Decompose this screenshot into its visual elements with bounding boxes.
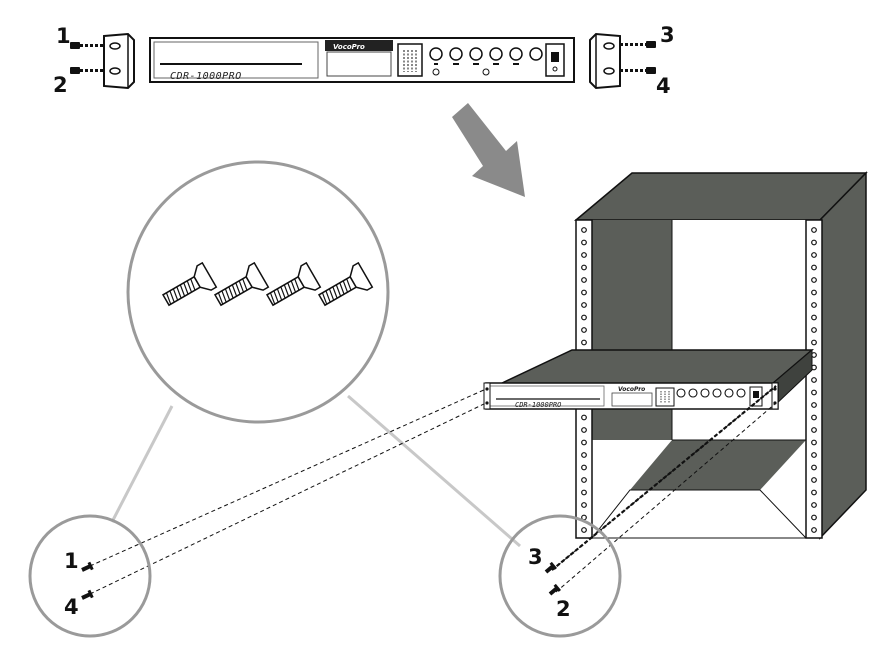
rail-hole bbox=[811, 477, 817, 483]
rail-hole bbox=[811, 402, 817, 408]
screw-1-zoom bbox=[81, 561, 94, 572]
rail-hole bbox=[811, 302, 817, 308]
rail-hole bbox=[811, 452, 817, 458]
screw-2-zoom bbox=[548, 583, 561, 596]
rail-hole bbox=[581, 464, 587, 471]
label-4-zoom: 4 bbox=[64, 595, 79, 619]
control-knobs-mounted bbox=[676, 388, 746, 398]
screw-detail-2 bbox=[213, 261, 270, 307]
screw-2-top bbox=[70, 67, 104, 74]
rail-hole bbox=[581, 252, 587, 258]
label-1-zoom: 1 bbox=[64, 549, 79, 573]
rail-hole bbox=[581, 289, 587, 296]
label-2-zoom: 2 bbox=[556, 597, 571, 621]
rail-hole bbox=[581, 227, 587, 233]
rail-hole bbox=[811, 264, 817, 271]
zoom-leader-lines bbox=[110, 394, 521, 548]
rail-hole bbox=[811, 439, 817, 446]
screw-4-top bbox=[620, 67, 656, 74]
rail-hole bbox=[811, 464, 817, 471]
screw-guide-lines-bold bbox=[551, 385, 777, 571]
rail-hole bbox=[811, 502, 817, 508]
brand-badge-top: VocoPro bbox=[333, 43, 365, 51]
mounted-unit: CDR-1000PRO VocoPro bbox=[483, 348, 815, 410]
screw-1-top bbox=[70, 42, 104, 49]
rail-hole bbox=[811, 227, 817, 233]
screw-detail-3 bbox=[265, 261, 322, 307]
rail-hole bbox=[811, 389, 817, 396]
rail-hole bbox=[581, 302, 587, 308]
rail-hole bbox=[811, 339, 817, 346]
rail-hole bbox=[811, 289, 817, 296]
screw-detail-4 bbox=[317, 261, 374, 307]
rail-hole bbox=[811, 414, 817, 421]
rail-hole bbox=[581, 327, 587, 333]
rail-hole bbox=[581, 339, 587, 346]
screw-3-zoom bbox=[544, 561, 557, 574]
label-3-top: 3 bbox=[660, 23, 675, 47]
rail-hole bbox=[581, 314, 587, 321]
control-knobs-top bbox=[429, 47, 543, 61]
rack-cabinet bbox=[573, 171, 868, 540]
rail-hole bbox=[581, 414, 587, 421]
rail-hole bbox=[811, 377, 817, 383]
label-4-top: 4 bbox=[656, 74, 671, 98]
label-2-top: 2 bbox=[53, 73, 68, 97]
screw-detail-1 bbox=[161, 261, 218, 307]
rail-hole bbox=[811, 327, 817, 333]
rail-hole bbox=[581, 427, 587, 433]
rail-hole bbox=[811, 514, 817, 521]
model-label-mounted: CDR-1000PRO bbox=[515, 401, 561, 409]
rail-hole bbox=[811, 489, 817, 496]
rail-hole bbox=[811, 427, 817, 433]
rail-hole bbox=[581, 239, 587, 246]
rail-hole bbox=[581, 477, 587, 483]
rail-hole bbox=[811, 252, 817, 258]
knob-markers-top bbox=[434, 63, 519, 65]
rail-hole bbox=[811, 277, 817, 283]
rail-hole bbox=[581, 452, 587, 458]
rail-hole bbox=[581, 502, 587, 508]
front-panel-top: CDR-1000PRO VocoPro bbox=[149, 37, 575, 83]
model-label-top: CDR-1000PRO bbox=[170, 71, 242, 82]
screw-3-top bbox=[620, 41, 656, 48]
label-1-top: 1 bbox=[56, 24, 71, 48]
label-3-zoom: 3 bbox=[528, 545, 543, 569]
brand-label-mounted: VocoPro bbox=[618, 386, 645, 393]
zoom-circle-left: 1 4 bbox=[28, 514, 152, 638]
rail-hole bbox=[581, 489, 587, 496]
rail-hole bbox=[581, 277, 587, 283]
rail-hole bbox=[811, 314, 817, 321]
rail-hole bbox=[811, 527, 817, 533]
zoom-circle-right: 3 2 bbox=[498, 514, 622, 638]
rail-holes bbox=[581, 227, 817, 533]
direction-arrow bbox=[452, 103, 525, 197]
right-rack-ear bbox=[589, 32, 621, 90]
rail-hole bbox=[581, 527, 587, 533]
screw-4-zoom bbox=[81, 589, 94, 600]
screws-magnifier bbox=[126, 160, 390, 424]
left-rack-ear bbox=[103, 32, 135, 90]
rail-hole bbox=[581, 264, 587, 271]
rail-hole bbox=[581, 439, 587, 446]
rail-hole bbox=[811, 239, 817, 246]
top-unit-assembly: 1 2 CDR-1000PRO VocoPro bbox=[53, 23, 675, 98]
